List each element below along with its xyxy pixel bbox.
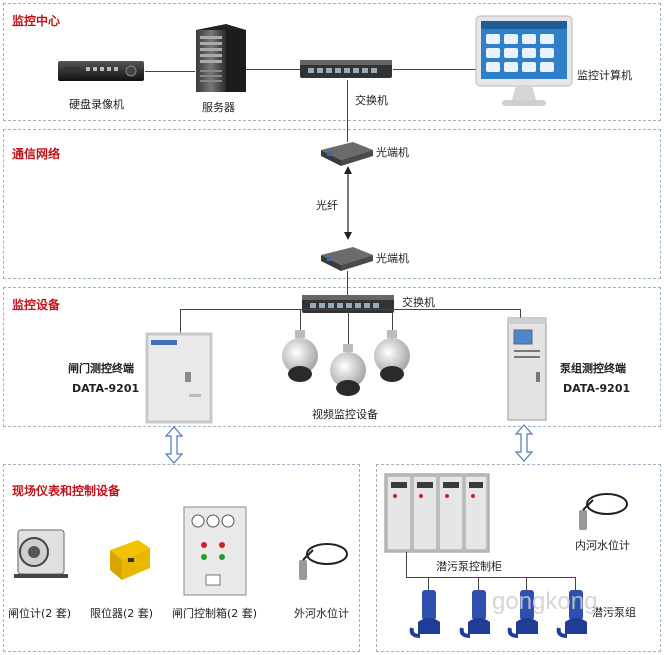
link-switch-bus xyxy=(180,309,521,310)
panel-comm-network xyxy=(3,129,661,279)
gate-terminal-icon xyxy=(145,332,213,424)
link-server-switch xyxy=(245,69,300,70)
link-bus-camera-mid xyxy=(348,309,349,345)
arrow-pump-field xyxy=(514,424,534,462)
limiter-label: 限位器(2 套) xyxy=(90,607,154,620)
link-bus-gate-terminal xyxy=(180,309,181,333)
panel-pump-area xyxy=(376,464,661,652)
link-bus-pump-terminal xyxy=(520,309,521,319)
section-title-monitoring-center: 监控中心 xyxy=(12,14,61,28)
link-switch-converter xyxy=(347,80,348,142)
limiter-icon xyxy=(110,540,150,580)
switch-top-icon xyxy=(300,60,392,78)
inner-river-level-icon xyxy=(579,493,628,530)
section-title-field-instruments: 现场仪表和控制设备 xyxy=(12,484,121,498)
watermark: gongkong xyxy=(492,588,598,615)
camera-mid-icon xyxy=(330,344,366,396)
pump-1-icon xyxy=(409,590,440,638)
link-cabinet-bus xyxy=(406,552,407,578)
camera-right-icon xyxy=(374,330,410,382)
converter-bottom-icon xyxy=(321,247,373,271)
outer-river-level-label: 外河水位计 xyxy=(294,607,349,620)
panel-field-instruments xyxy=(3,464,360,652)
pump-terminal-label: 泵组测控终端 xyxy=(560,362,626,375)
server-icon xyxy=(196,24,246,92)
link-bus-pump-4 xyxy=(575,577,576,591)
link-bus-pump-2 xyxy=(478,577,479,591)
video-equipment-label: 视频监控设备 xyxy=(312,408,378,421)
outer-river-level-icon xyxy=(299,543,348,580)
pump-2-icon xyxy=(459,590,490,638)
switch-mid-icon xyxy=(302,295,394,313)
link-switch-pc xyxy=(393,69,476,70)
pump-3-icon xyxy=(507,590,538,638)
gate-meter-icon xyxy=(14,529,68,578)
section-title-monitoring-equipment: 监控设备 xyxy=(12,298,61,312)
monitor-pc-label: 监控计算机 xyxy=(577,69,632,82)
dvr-icon xyxy=(58,61,144,81)
link-dvr-server xyxy=(145,71,195,72)
pump-terminal-icon xyxy=(507,317,547,421)
link-bus-pump-3 xyxy=(526,577,527,591)
gate-terminal-model: DATA-9201 xyxy=(72,382,140,395)
arrow-gate-field xyxy=(164,426,184,464)
gate-terminal-label: 闸门测控终端 xyxy=(68,362,134,375)
link-bus-pump-1 xyxy=(428,577,429,591)
gate-control-box-icon xyxy=(183,506,247,596)
fiber-label: 光纤 xyxy=(316,199,338,212)
pump-terminal-model: DATA-9201 xyxy=(563,382,631,395)
section-title-comm-network: 通信网络 xyxy=(12,147,61,161)
link-pump-bus xyxy=(406,577,576,578)
pump-cabinet-label: 潜污泵控制柜 xyxy=(436,560,502,573)
converter-bottom-label: 光端机 xyxy=(376,252,409,265)
pump-4-icon xyxy=(556,590,587,638)
server-label: 服务器 xyxy=(202,101,235,114)
link-bus-camera-left xyxy=(300,309,301,331)
gate-meter-label: 闸位计(2 套) xyxy=(8,607,72,620)
fiber-arrow xyxy=(344,166,352,240)
gate-control-box-label: 闸门控制箱(2 套) xyxy=(172,607,258,620)
panel-monitoring-equipment xyxy=(3,287,661,427)
inner-river-level-label: 内河水位计 xyxy=(575,539,630,552)
converter-top-label: 光端机 xyxy=(376,146,409,159)
camera-left-icon xyxy=(282,330,318,382)
switch-top-label: 交换机 xyxy=(355,94,388,107)
monitor-pc-icon xyxy=(475,15,573,106)
pump-group-label: 潜污泵组 xyxy=(592,606,636,619)
panel-monitoring-center xyxy=(3,3,661,121)
pump-cabinet-icon xyxy=(384,473,490,553)
converter-top-icon xyxy=(321,142,373,166)
link-converter-switch xyxy=(347,271,348,295)
switch-mid-label: 交换机 xyxy=(402,296,435,309)
dvr-label: 硬盘录像机 xyxy=(69,98,124,111)
link-bus-camera-right xyxy=(392,309,393,331)
